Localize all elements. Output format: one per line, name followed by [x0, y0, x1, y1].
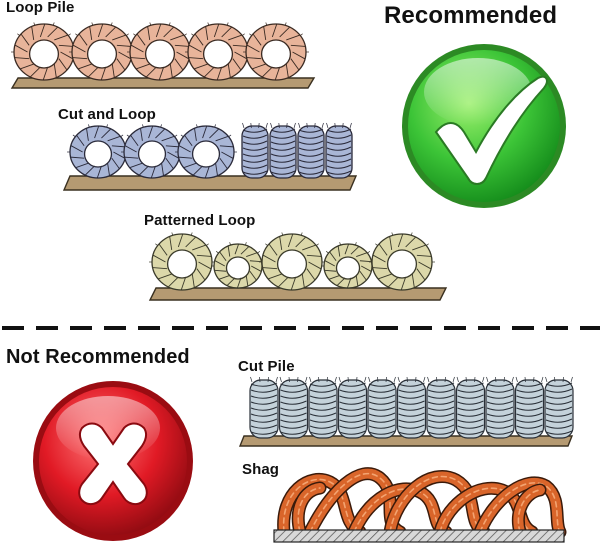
patterned-loop-loop	[149, 232, 215, 291]
shag-label: Shag	[242, 461, 280, 478]
shag-strand	[277, 473, 367, 539]
cut-pile-illustration	[238, 376, 574, 447]
patterned-loop-illustration	[148, 232, 448, 301]
shag-strand	[383, 470, 491, 539]
cut-pile-tuft	[249, 376, 279, 439]
loop-pile-illustration	[10, 22, 316, 89]
cut-and-loop-loop	[67, 124, 129, 179]
patterned-loop-label: Patterned Loop	[144, 212, 256, 229]
checkmark-icon	[402, 44, 566, 208]
section-divider	[2, 326, 600, 330]
cut-and-loop-loop	[121, 124, 183, 179]
cut-and-loop-tuft	[241, 122, 269, 179]
loop-pile-loop	[127, 22, 193, 81]
cut-and-loop-loop	[175, 124, 237, 179]
cut-pile-tuft	[485, 376, 515, 439]
recommended-heading: Recommended	[384, 2, 558, 29]
cut-pile-tuft	[337, 376, 368, 439]
loop-pile-loop	[69, 22, 135, 81]
cut-pile-tuft	[514, 376, 545, 439]
cut-pile-tuft	[544, 376, 574, 439]
shag-illustration	[273, 467, 567, 543]
loop-pile-loop	[243, 22, 309, 81]
loop-pile-label: Loop Pile	[6, 0, 75, 16]
not-recommended-heading: Not Recommended	[6, 346, 190, 368]
loop-pile-loop	[185, 22, 251, 81]
cut-pile-tuft	[367, 376, 397, 439]
loop-pile-loop	[11, 22, 77, 81]
cut-pile-tuft	[278, 376, 309, 439]
x-mark-icon	[33, 381, 193, 541]
cut-pile-label: Cut Pile	[238, 358, 295, 375]
cut-and-loop-illustration	[62, 122, 358, 191]
patterned-loop-loop	[369, 232, 435, 291]
patterned-loop-loop	[321, 242, 375, 289]
shag-strand	[291, 481, 327, 539]
cut-pile-tuft	[396, 376, 427, 439]
cut-pile-tuft	[455, 376, 486, 439]
cut-and-loop-tuft	[297, 122, 325, 179]
patterned-loop-loop	[259, 232, 325, 291]
cut-and-loop-tuft	[325, 122, 353, 179]
patterned-loop-loop	[211, 242, 265, 289]
cut-and-loop-tuft	[269, 122, 297, 179]
cut-and-loop-label: Cut and Loop	[58, 106, 156, 123]
cut-pile-tuft	[308, 376, 338, 439]
shag-strand	[512, 483, 547, 539]
cut-pile-tuft	[426, 376, 456, 439]
